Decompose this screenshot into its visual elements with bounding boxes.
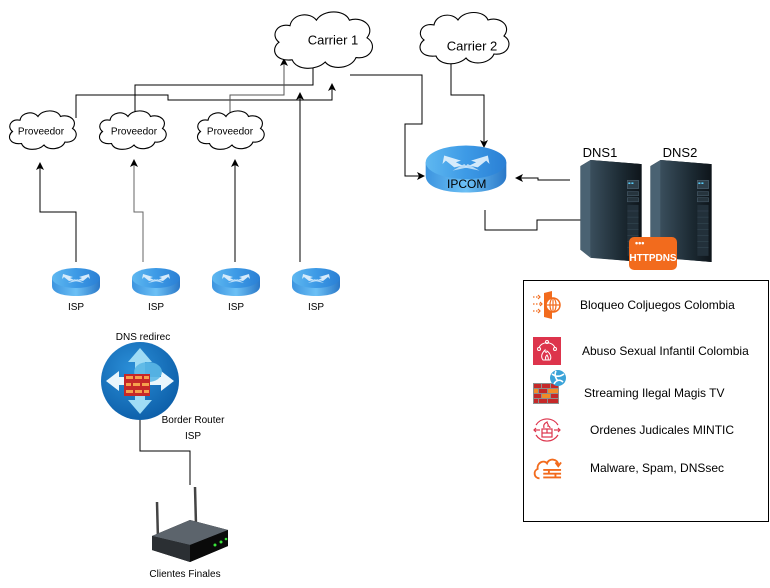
proveedor-3-label: Proveedor [206,126,254,138]
proveedor-2-label: Proveedor [110,126,158,138]
router-isp-3-icon [212,268,260,296]
link-isp2-proveedor2 [130,159,144,262]
legend-label: Streaming Ilegal Magis TV [584,386,725,400]
cloud-firewall-icon [533,458,562,480]
legend-item: Streaming Ilegal Magis TV [524,369,764,407]
isp-4-label: ISP [307,302,325,313]
network-firewall-icon [533,337,561,365]
link-carrier2-ipcom [450,60,488,148]
legend-label: Abuso Sexual Infantil Colombia [582,344,749,358]
firewall-globe-icon [533,291,561,319]
router-isp-2-icon [132,268,180,296]
isp-2-label: ISP [147,302,165,313]
legend-item: Bloqueo Coljuegos Colombia [524,290,764,320]
firewall-sync-icon [533,418,561,442]
legend-label: Bloqueo Coljuegos Colombia [580,298,735,312]
link-dns1-ipcom [515,174,570,182]
link-isp1-proveedor1 [36,162,77,262]
dns1-label: DNS1 [582,145,618,160]
dns2-label: DNS2 [662,145,698,160]
legend-item: Malware, Spam, DNSsec [524,453,764,483]
carrier-1-label: Carrier 1 [307,32,359,48]
border-router-label: Border Router [161,415,225,426]
httpdns-label: HTTPDNS [629,253,677,264]
isp-1-label: ISP [67,302,85,313]
legend-item: Abuso Sexual Infantil Colombia [524,336,764,366]
router-isp-4-icon [292,268,340,296]
httpdns-dots-icon: ••• [635,238,645,248]
router-isp-1-icon [52,268,100,296]
carrier-2-label: Carrier 2 [446,38,498,54]
legend-panel: Bloqueo Coljuegos Colombia Abuso Sexual … [523,280,769,522]
isp-3-label: ISP [227,302,245,313]
client-router-icon [152,486,228,562]
ipcom-label: IPCOM [447,177,487,191]
link-ipcom-dns1 [484,210,601,231]
legend-label: Malware, Spam, DNSsec [590,461,725,475]
dns-redirect-label: DNS redirec [115,332,171,343]
border-router-isp-label: ISP [184,431,202,442]
httpdns-badge: ••• HTTPDNS [629,237,677,270]
legend-label: Ordenes Judicales MINTIC [590,423,735,437]
clientes-finales-label: Clientes Finales [149,569,221,580]
link-proveedor2-carrier1 [134,56,317,113]
link-proveedor1-carrier1 [75,83,336,118]
link-border-router-clients [139,420,191,485]
brick-wall-globe-icon [533,370,566,404]
border-router-icon [101,342,179,420]
link-proveedor3-carrier1 [229,58,288,115]
proveedor-1-label: Proveedor [17,126,65,138]
link-carrier1-ipcom [350,74,425,180]
legend-item: Ordenes Judicales MINTIC [524,415,764,445]
connectors [36,56,601,485]
